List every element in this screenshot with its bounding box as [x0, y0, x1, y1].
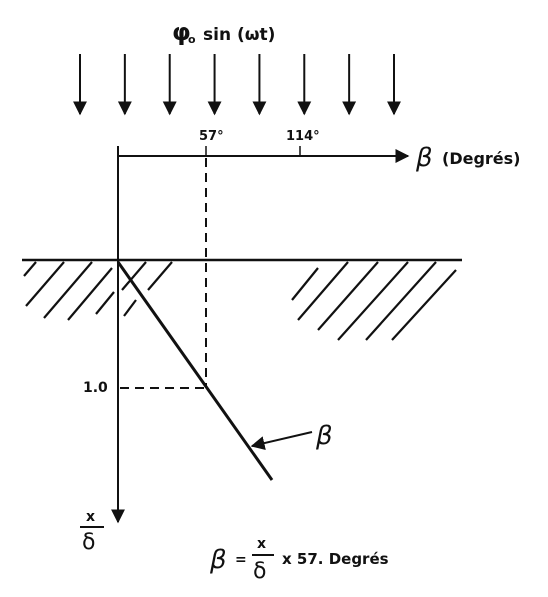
beta-tick-114-label: 114°: [286, 129, 320, 144]
depth-tick-label: 1.0: [83, 380, 108, 396]
curve-label: β: [250, 421, 333, 451]
beta-profile-line: [116, 261, 274, 481]
phi-symbol: φ: [172, 18, 191, 46]
beta-axis-symbol: β: [415, 143, 433, 173]
beta-axis-unit: (Degrés): [442, 149, 520, 168]
phi-subscript: o: [188, 33, 196, 46]
sin-expression: sin (ωt): [203, 25, 275, 45]
depth-axis: 1.0 x δ: [80, 146, 125, 555]
incident-flux-label: φ o sin (ωt): [172, 18, 275, 46]
beta-tick-57-label: 57°: [199, 129, 224, 144]
surface-hatching: [23, 261, 457, 341]
surface: [22, 258, 462, 341]
depth-axis-denominator: δ: [82, 530, 95, 555]
formula-equals: =: [235, 552, 247, 568]
incident-arrows: [73, 54, 401, 116]
formula-beta: β: [209, 545, 227, 575]
formula: β = x δ x 57. Degrés: [209, 536, 389, 584]
curve-label-symbol: β: [315, 421, 333, 451]
curve-pointer-arrow: [250, 431, 313, 450]
formula-denominator: δ: [253, 559, 266, 584]
formula-rest: x 57. Degrés: [282, 550, 389, 568]
guide-lines: [120, 158, 207, 389]
beta-axis: 57° 114° β (Degrés): [118, 129, 520, 173]
depth-axis-numerator: x: [86, 509, 95, 525]
formula-numerator: x: [257, 536, 266, 552]
